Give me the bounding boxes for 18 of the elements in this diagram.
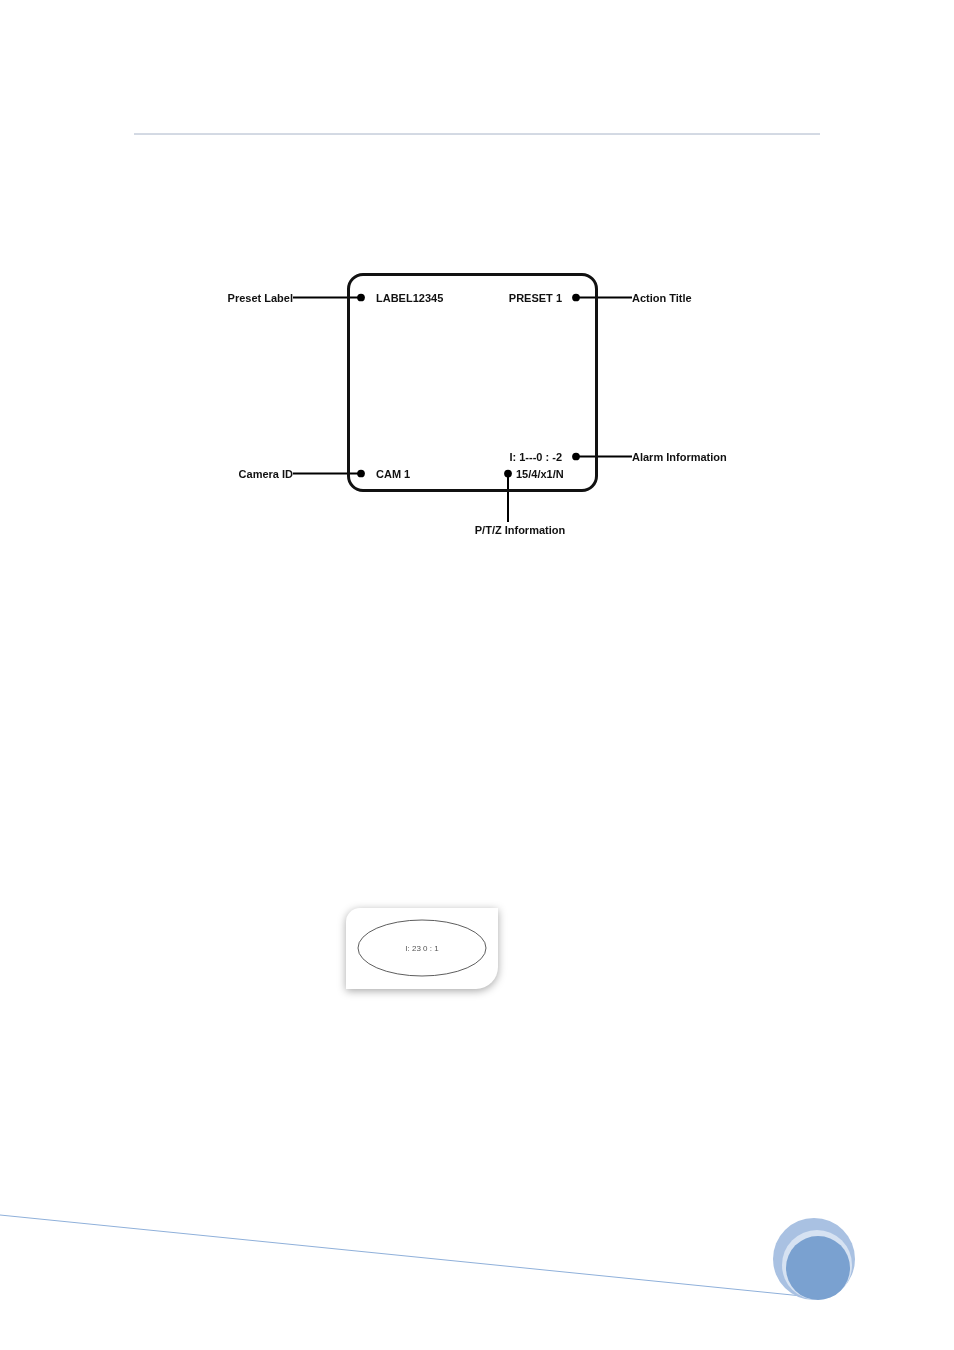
overlay-text: PRESET 1 (490, 290, 576, 305)
overlay-text: I: 23 0 : 1 (405, 943, 439, 953)
overlay-text: I: 1---0 : -2 (490, 449, 576, 464)
overlay-text: 15/4/x1/N (508, 466, 584, 481)
callout-label: P/T/Z Information (462, 522, 578, 537)
leader-line (292, 293, 365, 302)
overlay-text: CAM 1 (361, 466, 431, 481)
screen-frame (347, 273, 598, 492)
callout-label: Preset Label (205, 290, 293, 305)
leader-line (572, 452, 633, 461)
leader-line (292, 469, 365, 478)
leader-line (572, 293, 633, 302)
leader-line (504, 469, 512, 523)
card (346, 908, 498, 989)
callout-label: Camera ID (205, 466, 293, 481)
overlay-text: LABEL12345 (361, 290, 461, 305)
callout-label: Action Title (632, 290, 722, 305)
callout-label: Alarm Information (632, 449, 752, 464)
